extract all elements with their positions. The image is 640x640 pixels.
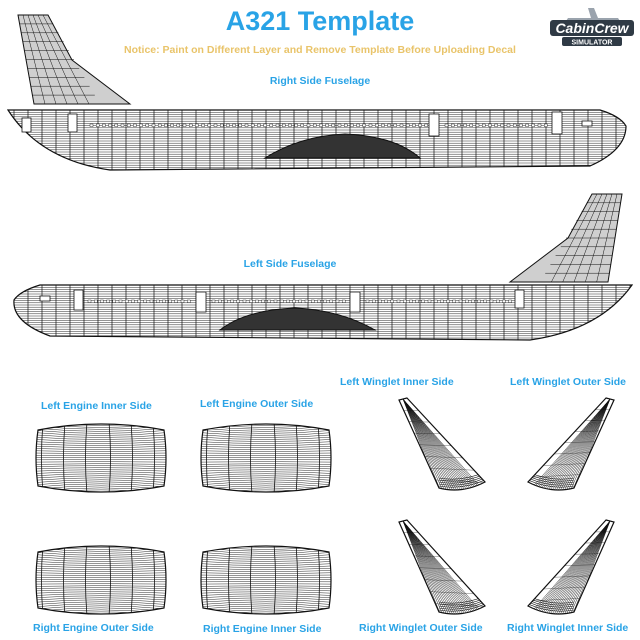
left-engine-outer-panel <box>200 423 332 493</box>
left-engine-inner-label: Left Engine Inner Side <box>41 400 152 412</box>
left-winglet-outer-label: Left Winglet Outer Side <box>510 376 626 388</box>
left-winglet-outer-panel <box>527 397 615 491</box>
right-winglet-outer-panel <box>398 519 486 615</box>
door <box>21 117 32 133</box>
cockpit-window <box>39 295 51 302</box>
door <box>73 289 84 311</box>
right-winglet-inner-label: Right Winglet Inner Side <box>507 622 629 634</box>
left-fuselage-label: Left Side Fuselage <box>243 258 337 270</box>
cockpit-window <box>581 120 593 127</box>
wing-fairing <box>218 307 377 331</box>
right-fuselage-label: Right Side Fuselage <box>269 75 371 87</box>
wing-fairing <box>263 133 422 159</box>
cabin-crew-simulator-logo: CabinCrew SIMULATOR <box>548 6 636 48</box>
right-winglet-outer-label: Right Winglet Outer Side <box>359 622 483 634</box>
page-title: A321 Template <box>225 6 415 36</box>
right-engine-inner-label: Right Engine Inner Side <box>203 623 322 635</box>
door <box>349 291 361 313</box>
logo-subtitle: SIMULATOR <box>572 40 613 47</box>
left-winglet-inner-panel <box>398 397 486 491</box>
notice-text: Notice: Paint on Different Layer and Rem… <box>124 44 516 56</box>
right-winglet-inner-panel <box>527 519 615 615</box>
logo-word: CabinCrew <box>555 20 629 36</box>
left-engine-inner-panel <box>35 423 167 493</box>
left-engine-outer-label: Left Engine Outer Side <box>200 398 314 410</box>
left-winglet-inner-label: Left Winglet Inner Side <box>340 376 454 388</box>
door <box>195 291 207 313</box>
door <box>428 113 440 137</box>
door <box>67 113 78 133</box>
door <box>514 289 525 309</box>
right-engine-outer-panel <box>35 545 167 615</box>
right-engine-inner-panel <box>200 545 332 615</box>
door <box>551 111 563 135</box>
right-engine-outer-label: Right Engine Outer Side <box>33 622 154 634</box>
